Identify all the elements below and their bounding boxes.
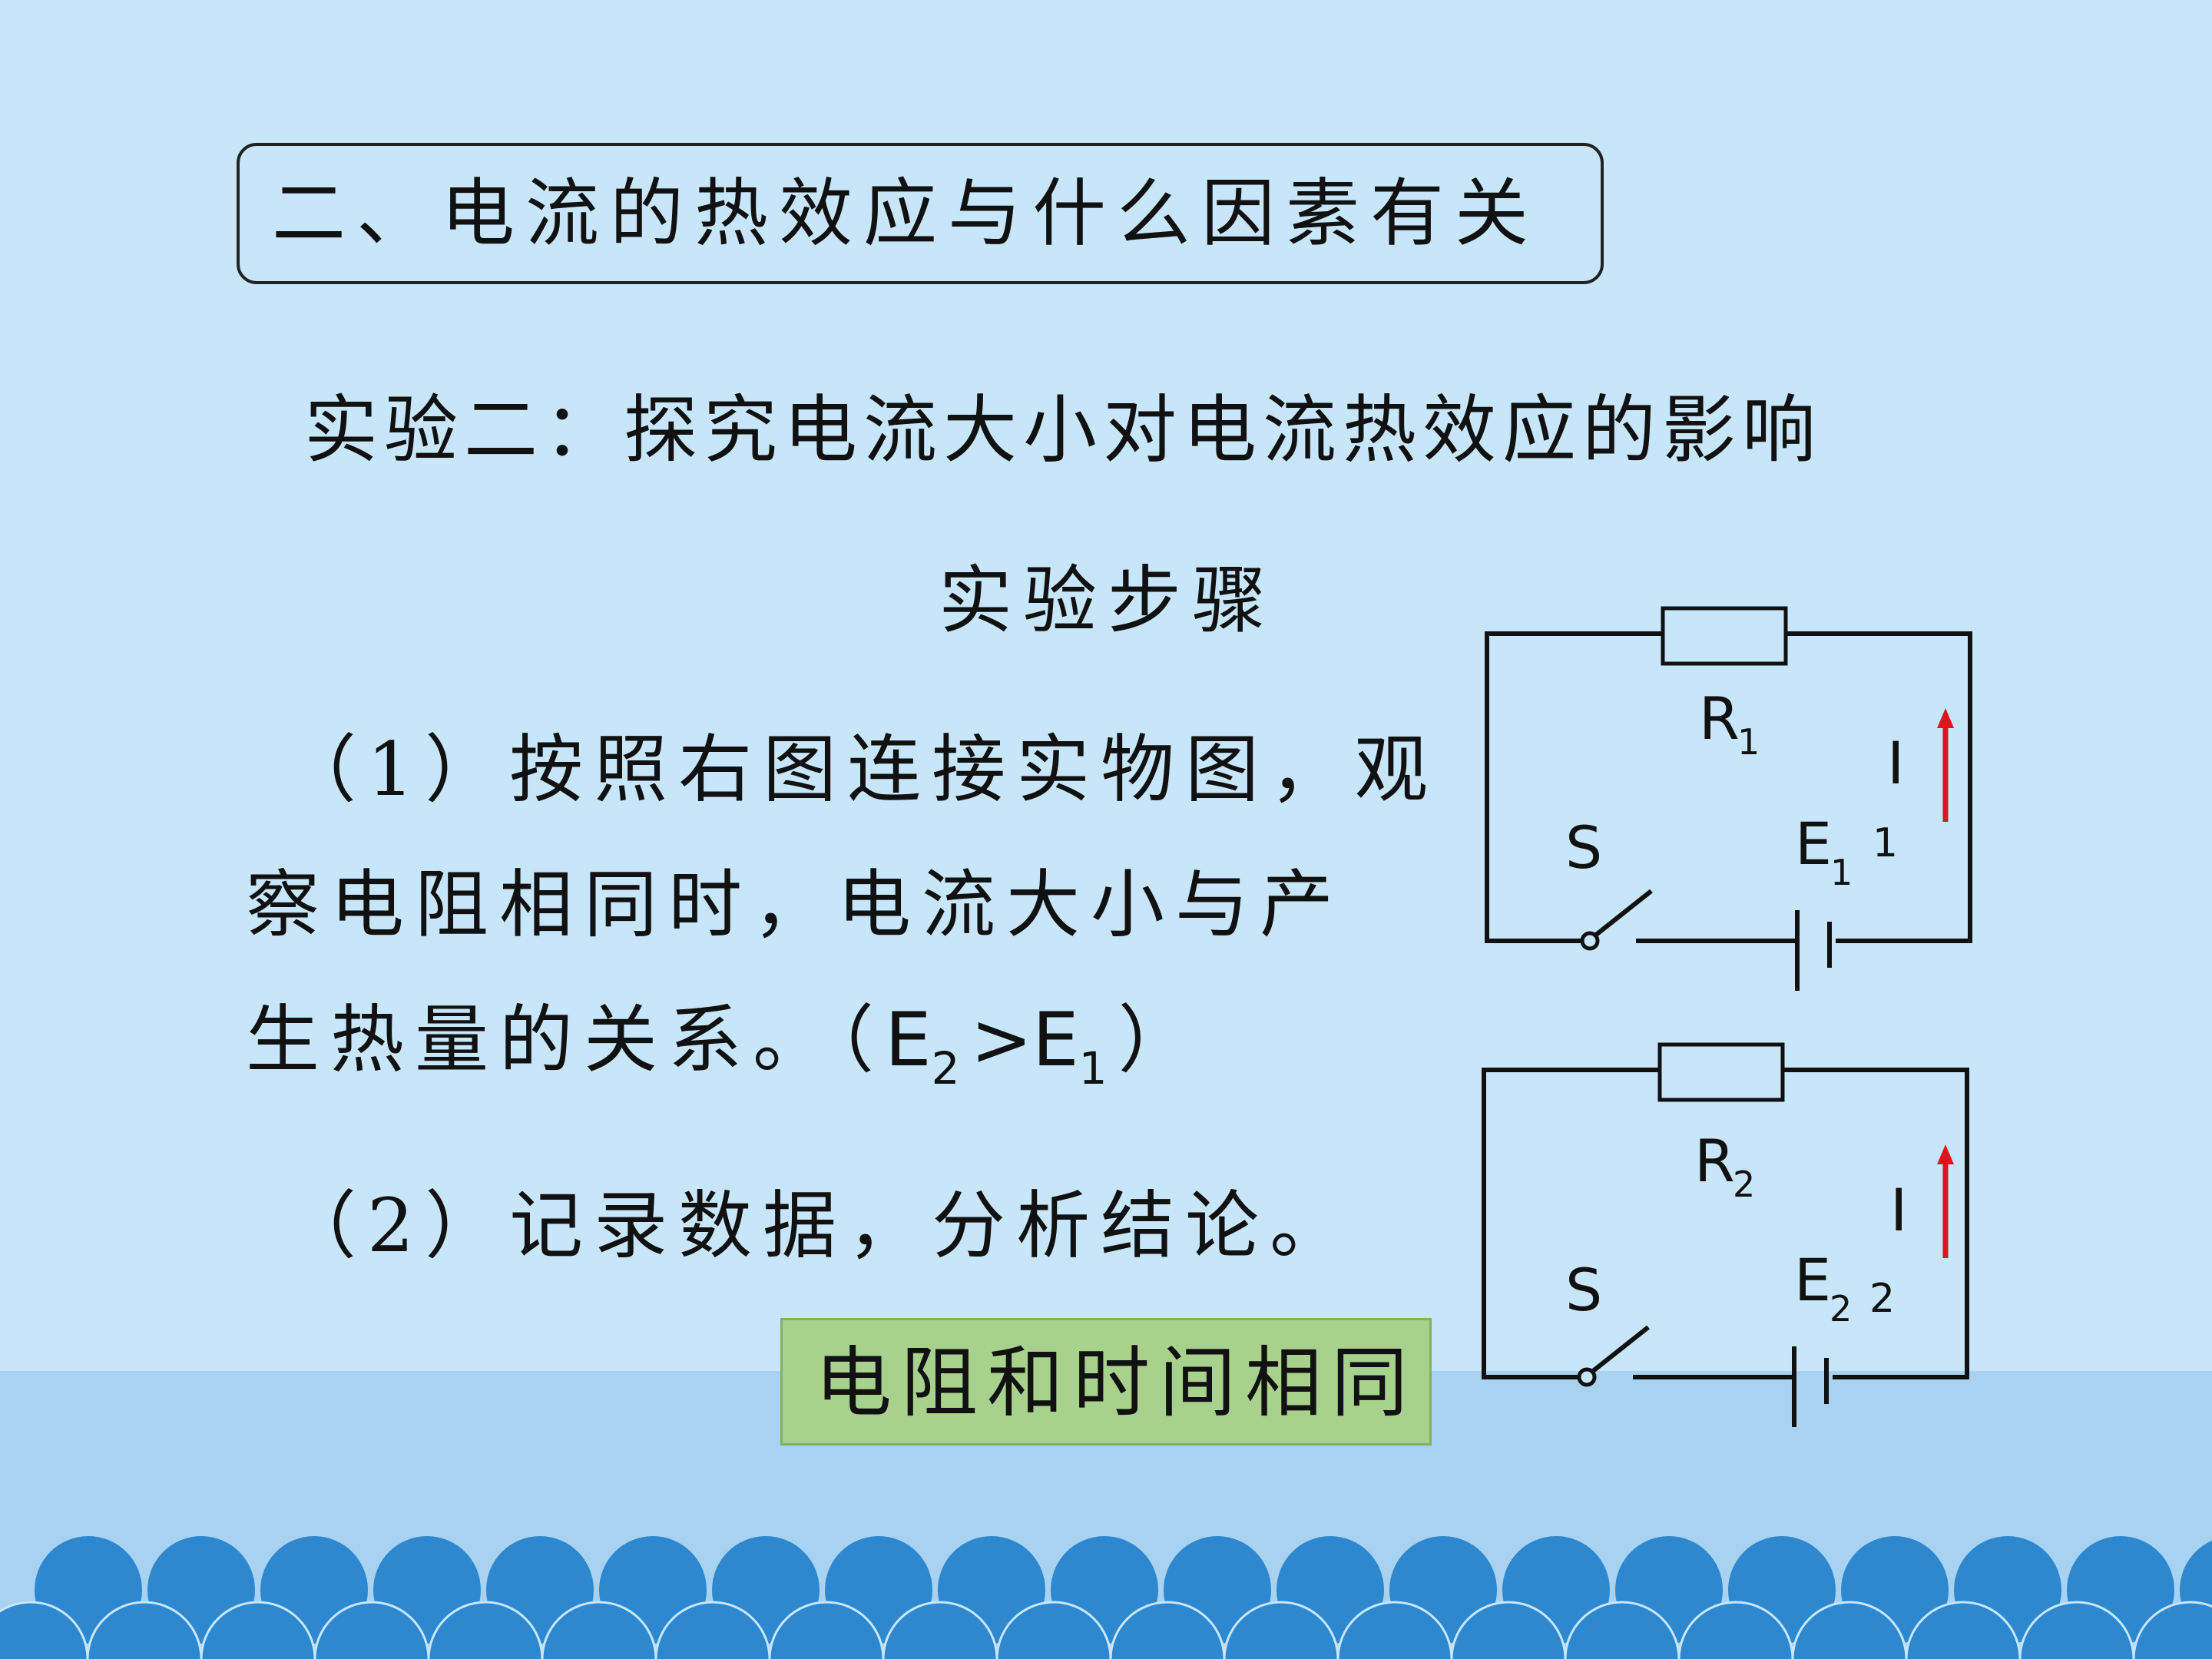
e-symbol: E [1032,997,1079,1083]
circuit-1: R 1 I S E 1 1 [1485,606,1972,991]
step-1-line-3-text: 生热量的关系。（ [246,997,885,1083]
resistor-2-label: R [1694,1127,1735,1195]
resistor-2-icon [1657,1042,1785,1102]
step-1-line-3: 生热量的关系。（E2>E1） [246,994,1439,1129]
greater-than: > [970,997,1032,1083]
resistor-1-sub: 1 [1737,721,1760,763]
circuit-diagrams: R 1 I S E 1 1 R 2 I S [1482,606,1972,1427]
switch-1-label: S [1565,813,1602,882]
e-symbol: E [885,997,932,1083]
current-1-sub: 1 [1873,820,1898,866]
source-2-sub: 2 [1830,1288,1852,1330]
step-1-line-2: 察电阻相同时，电流大小与产 [246,862,1344,948]
subscript-2: 2 [931,1042,971,1094]
current-1-arrow-icon [1937,708,1954,728]
switch-2-label: S [1565,1256,1602,1324]
switch-1-icon [1580,931,1600,951]
current-2-sub: 2 [1869,1276,1895,1322]
step-2-paragraph: （2）记录数据，分析结论。 [283,1183,1355,1269]
current-2-label: I [1890,1176,1907,1244]
title-box: 二、电流的热效应与什么因素有关 [237,143,1604,284]
note-text: 电阻和时间相同 [815,1338,1417,1428]
source-2-label: E [1794,1246,1831,1314]
switch-2-icon [1577,1367,1597,1387]
note-box: 电阻和时间相同 [780,1318,1432,1445]
circuit-2: R 2 I S E 2 2 [1482,1042,1969,1427]
experiment-subtitle: 实验二：探究电流大小对电流热效应的影响 [304,387,1822,473]
step-1-line-1: （1）按照右图连接实物图，观 [283,727,1439,813]
resistor-2-sub: 2 [1733,1164,1755,1205]
resistor-1-label: R [1699,684,1740,753]
steps-heading: 实验步骤 [939,558,1277,644]
slide-title: 二、电流的热效应与什么因素有关 [272,171,1539,257]
step-1-paragraph: （1）按照右图连接实物图，观 察电阻相同时，电流大小与产 生热量的关系。（E2>… [246,724,1439,1129]
source-1-sub: 1 [1830,852,1853,893]
subscript-1: 1 [1078,1042,1118,1094]
resistor-1-icon [1661,606,1788,666]
current-2-arrow-icon [1937,1144,1954,1164]
source-1-label: E [1795,810,1832,878]
current-1-label: I [1887,729,1904,797]
close-paren: ） [1118,997,1203,1083]
